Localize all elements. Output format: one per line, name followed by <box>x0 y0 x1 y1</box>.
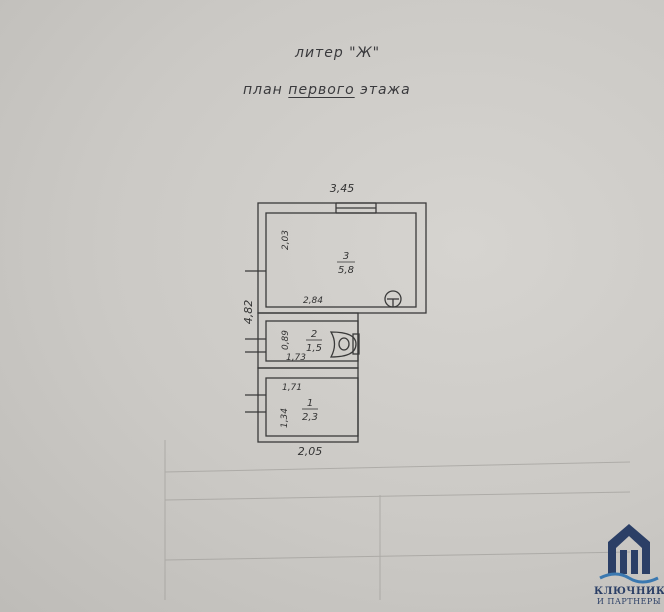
toilet-bowl-icon <box>338 337 350 351</box>
stamp-line-3 <box>164 551 631 561</box>
room-2-inner-wall <box>265 320 359 362</box>
room-3-inner-wall <box>265 212 417 308</box>
room-1-inner-wall <box>265 377 359 437</box>
plan-suffix: этажа <box>360 82 411 98</box>
stamp-line-1 <box>164 461 631 473</box>
dim-room2-width: 1,73 <box>286 353 306 363</box>
company-logo: КЛЮЧНИК И ПАРТНЕРЫ <box>594 520 664 612</box>
dim-room1-height: 1,34 <box>280 408 290 428</box>
floor-plan-title: план первого этажа <box>243 82 411 98</box>
dim-room1-width: 1,71 <box>282 383 302 393</box>
logo-text-line2: И ПАРТНЕРЫ <box>596 597 662 606</box>
toilet-icon <box>329 331 357 358</box>
room-2-area: 1,5 <box>306 343 322 354</box>
liter-title: литер "Ж" <box>295 45 381 61</box>
logo-text-line1: КЛЮЧНИК <box>594 586 664 597</box>
dim-room3-width: 2,84 <box>303 296 323 306</box>
dim-room2-height: 0,89 <box>281 330 291 350</box>
room-3-area: 5,8 <box>338 265 354 276</box>
logo-emblem-icon <box>599 524 659 584</box>
stamp-line-2 <box>164 491 631 501</box>
room-2-number: 2 <box>311 329 317 340</box>
room-3-number: 3 <box>343 251 349 262</box>
room-1-area: 2,3 <box>302 412 318 423</box>
dim-total-width: 3,45 <box>330 182 355 195</box>
plan-prefix: план <box>243 82 283 98</box>
plan-floor: первого <box>288 82 355 98</box>
dim-bottom-width: 2,05 <box>298 445 323 458</box>
toilet-tank-icon <box>352 333 360 355</box>
dim-room3-height: 2,03 <box>281 230 291 250</box>
room-1-number: 1 <box>307 398 313 409</box>
dim-total-height: 4,82 <box>242 300 255 325</box>
